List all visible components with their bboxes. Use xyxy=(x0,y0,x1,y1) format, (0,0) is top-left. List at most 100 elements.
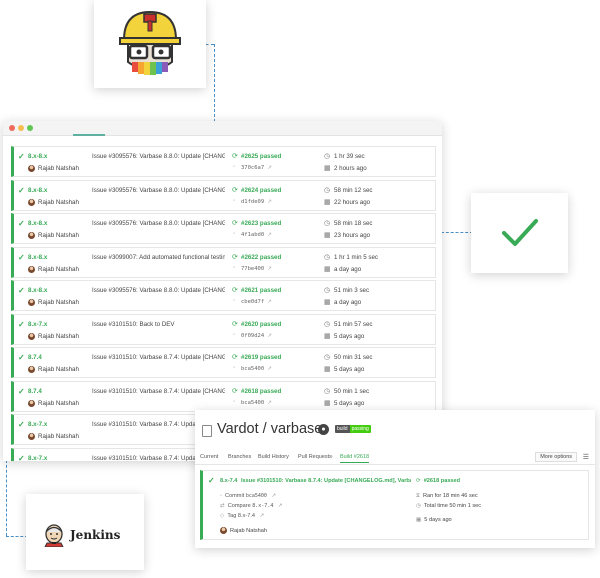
build-status[interactable]: #2618 passed xyxy=(241,387,282,395)
build-status[interactable]: #2625 passed xyxy=(241,153,282,160)
jenkins-butler-icon xyxy=(44,524,64,547)
build-branch[interactable]: 8.x-7.x xyxy=(28,320,48,328)
commit-hash: cbe0d7f xyxy=(241,299,265,305)
build-commit-message[interactable]: Issue #3101510: Varbase 8.7.4: Update [C… xyxy=(92,421,225,428)
total-time: Total time 50 min 1 sec xyxy=(423,503,482,509)
external-link-icon: ↗ xyxy=(267,265,272,272)
build-author: Rajab Natshah xyxy=(38,198,79,206)
minimize-window-button[interactable] xyxy=(18,125,24,131)
build-branch[interactable]: 8.x-8.x xyxy=(28,186,48,194)
build-commit-message[interactable]: Issue #3095576: Varbase 8.8.0: Update [C… xyxy=(92,186,225,194)
commit-hash: 370c6a7 xyxy=(241,165,265,171)
more-options-button[interactable]: More options xyxy=(535,452,577,462)
build-branch[interactable]: 8.x-8.x xyxy=(28,287,48,294)
build-status[interactable]: #2621 passed xyxy=(241,287,282,294)
build-commit[interactable]: 77be400↗ xyxy=(241,266,272,272)
build-commit[interactable]: 370c6a7↗ xyxy=(241,165,272,171)
passed-check-icon: ✓ xyxy=(18,219,25,228)
commit-hash: d1fde09 xyxy=(241,198,265,205)
detail-commit-message: Issue #3101510: Varbase 8.7.4: Update [C… xyxy=(241,478,411,484)
detail-ran-for-line: ⧖Ran for 18 min 46 sec xyxy=(416,493,478,500)
close-window-button[interactable] xyxy=(9,125,15,131)
build-status-icon: ⟳ xyxy=(232,220,238,227)
detail-tag-line[interactable]: ◇Tag 8.x-7.4 ↗ xyxy=(220,513,267,519)
external-link-icon: ↗ xyxy=(259,513,265,519)
build-status[interactable]: #2624 passed xyxy=(241,186,282,194)
tab-build-2618[interactable]: Build #2618 xyxy=(340,454,370,463)
detail-commit-line[interactable]: ◦Commit bca5400 ↗ xyxy=(220,493,279,499)
tab-build-history[interactable]: Build History xyxy=(258,454,289,460)
external-link-icon: ↗ xyxy=(267,299,272,305)
calendar-icon: ▦ xyxy=(324,299,331,306)
build-commit-message[interactable]: Issue #3101510: Varbase 8.7.4: Update [C… xyxy=(92,454,225,462)
passed-check-icon: ✓ xyxy=(18,152,25,161)
commit-icon: ◦ xyxy=(233,298,236,304)
build-commit-message[interactable]: Issue #3101510: Varbase 8.7.4: Update [C… xyxy=(92,354,225,361)
calendar-icon: ▦ xyxy=(416,517,422,523)
passed-check-icon: ✓ xyxy=(18,286,25,295)
build-branch[interactable]: 8.7.4 xyxy=(28,387,42,395)
badge-label: build xyxy=(335,425,350,433)
build-branch[interactable]: 8.x-7.x xyxy=(28,421,48,428)
tab-separator: › xyxy=(331,454,333,460)
build-commit[interactable]: 4f1abd0↗ xyxy=(241,232,272,238)
detail-status-line[interactable]: ⟳#2618 passed xyxy=(416,478,460,484)
build-branch[interactable]: 8.x-7.x xyxy=(28,454,48,462)
calendar-icon: ▦ xyxy=(324,366,331,373)
tab-current[interactable]: Current xyxy=(200,454,219,460)
commit-hash: bca5400 xyxy=(241,366,265,372)
tab-branches[interactable]: Branches xyxy=(228,454,252,460)
calendar-icon: ▦ xyxy=(324,399,331,407)
build-commit-message[interactable]: Issue #3095576: Varbase 8.8.0: Update [C… xyxy=(92,153,225,160)
connector-line xyxy=(214,44,215,122)
build-duration: 50 min 31 sec xyxy=(334,354,373,361)
build-commit-message[interactable]: Issue #3101510: Back to DEV xyxy=(92,320,175,328)
build-commit[interactable]: 0f09d24↗ xyxy=(241,333,272,339)
jenkins-logo-card: Jenkins xyxy=(26,494,144,570)
build-branch[interactable]: 8.x-8.x xyxy=(28,253,48,261)
build-status[interactable]: #2620 passed xyxy=(241,320,282,328)
build-commit-message[interactable]: Issue #3101510: Varbase 8.7.4: Update [C… xyxy=(92,387,225,395)
calendar-icon: ▦ xyxy=(324,332,331,340)
build-branch[interactable]: 8.7.4 xyxy=(28,354,42,361)
passed-check-icon: ✓ xyxy=(18,453,25,462)
build-branch[interactable]: 8.x-8.x xyxy=(28,220,48,227)
maximize-window-button[interactable] xyxy=(27,125,33,131)
build-commit-message[interactable]: Issue #3095576: Varbase 8.8.0: Update [C… xyxy=(92,220,225,227)
build-commit[interactable]: bca5400↗ xyxy=(241,400,272,406)
tab-pull-requests[interactable]: Pull Requests xyxy=(298,454,332,460)
build-commit-message[interactable]: Issue #3095576: Varbase 8.8.0: Update [C… xyxy=(92,287,225,294)
build-branch[interactable]: 8.x-8.x xyxy=(28,153,48,160)
build-commit[interactable]: bca5400↗ xyxy=(241,366,272,372)
build-duration: 51 min 57 sec xyxy=(334,320,373,328)
detail-branch[interactable]: 8.x-7.4 xyxy=(220,478,238,484)
menu-icon[interactable]: ☰ xyxy=(582,454,589,461)
tag-label: Tag 8.x-7.4 xyxy=(227,513,255,519)
avatar xyxy=(28,332,35,340)
detail-compare-line[interactable]: ⇄Compare 8.x-7.4 ↗ xyxy=(220,503,286,509)
build-commit-message[interactable]: Issue #3099007: Add automated functional… xyxy=(92,253,225,261)
clock-icon: ◷ xyxy=(324,320,331,328)
build-detail-window: Vardot / varbase ● build passing Current… xyxy=(195,410,595,548)
github-icon[interactable]: ● xyxy=(318,424,329,435)
compare-label: Compare xyxy=(227,503,251,509)
commit-icon: ◦ xyxy=(233,331,236,338)
build-status[interactable]: #2623 passed xyxy=(241,220,282,227)
build-status[interactable]: #2619 passed xyxy=(241,354,282,361)
detail-author: Rajab Natshah xyxy=(230,528,268,534)
clock-icon: ◷ xyxy=(324,287,331,294)
build-commit[interactable]: d1fde09↗ xyxy=(241,199,272,205)
build-commit[interactable]: cbe0d7f↗ xyxy=(241,299,272,305)
build-status-badge[interactable]: build passing xyxy=(335,425,371,433)
repo-title[interactable]: Vardot / varbase xyxy=(217,421,323,437)
build-status[interactable]: #2622 passed xyxy=(241,253,282,261)
external-link-icon: ↗ xyxy=(267,332,272,339)
